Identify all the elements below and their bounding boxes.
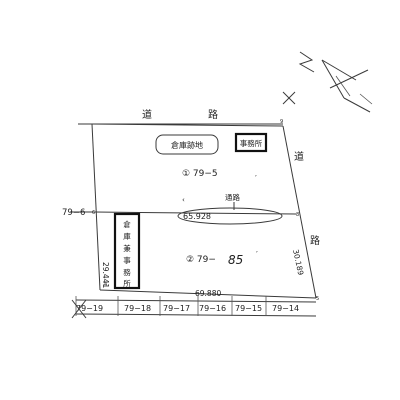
office-label: 事務所 xyxy=(240,138,263,148)
tick-mark: , xyxy=(255,171,257,178)
road-label-right-a: 道 xyxy=(294,150,304,163)
office-box xyxy=(234,132,268,153)
corner-5: 5 xyxy=(316,296,319,302)
road-label-right-b: 路 xyxy=(310,234,320,247)
parcel-79-16: 79−16 xyxy=(199,304,226,313)
dim-right-label: 30.189 xyxy=(291,249,305,277)
svg-text:務: 務 xyxy=(123,267,131,277)
property-outline xyxy=(70,123,317,317)
warehouse-office-label: 倉 庫 兼 事 務 所 xyxy=(123,219,131,288)
mid-dimension-oval xyxy=(177,207,283,225)
corner-4: 4 xyxy=(104,282,107,288)
svg-text:所: 所 xyxy=(123,278,131,288)
dim-mid-label: 65.928 xyxy=(183,212,211,221)
parcel-79-15: 79−15 xyxy=(235,304,262,313)
lot-upper-label: ① 79−5 xyxy=(182,169,218,179)
corner-6: 6 xyxy=(92,210,95,216)
svg-text:事: 事 xyxy=(123,255,131,265)
bottom-parcels: 79−19 79−18 79−17 79−16 79−15 79−14 xyxy=(76,304,299,313)
arrow-mark-icon: ‹ xyxy=(182,196,185,204)
parcel-79-19: 79−19 xyxy=(76,304,103,313)
warehouse-office-box xyxy=(113,212,141,290)
warehouse-site-box xyxy=(155,134,219,155)
svg-text:倉: 倉 xyxy=(123,219,131,229)
lot-lower-handwritten: 85 xyxy=(228,253,243,267)
svg-text:兼: 兼 xyxy=(123,243,131,253)
cross-mark-bottom-icon xyxy=(71,299,87,319)
dim-left-label: 29.441 xyxy=(101,262,110,288)
warehouse-site-label: 倉庫跡地 xyxy=(171,140,203,150)
parcel-79-17: 79−17 xyxy=(163,304,190,313)
parcel-79-14: 79−14 xyxy=(272,304,299,313)
cross-mark-icon xyxy=(282,91,296,105)
passage-label: 通路 xyxy=(225,192,240,202)
tick-mark-lower: , xyxy=(256,247,258,254)
corner-8: 8 xyxy=(296,212,299,218)
parcel-79-18: 79−18 xyxy=(124,304,151,313)
road-label-top-b: 路 xyxy=(208,108,218,121)
north-arrow-icon xyxy=(298,51,373,113)
corner-9: 9 xyxy=(280,119,283,125)
road-label-top-a: 道 xyxy=(142,108,152,121)
lot-lower-label: ② 79− xyxy=(186,255,216,265)
dim-bottom-label: 69.880 xyxy=(195,289,221,298)
svg-text:庫: 庫 xyxy=(123,231,131,241)
parcel-left-label: 79−6 xyxy=(62,208,85,218)
